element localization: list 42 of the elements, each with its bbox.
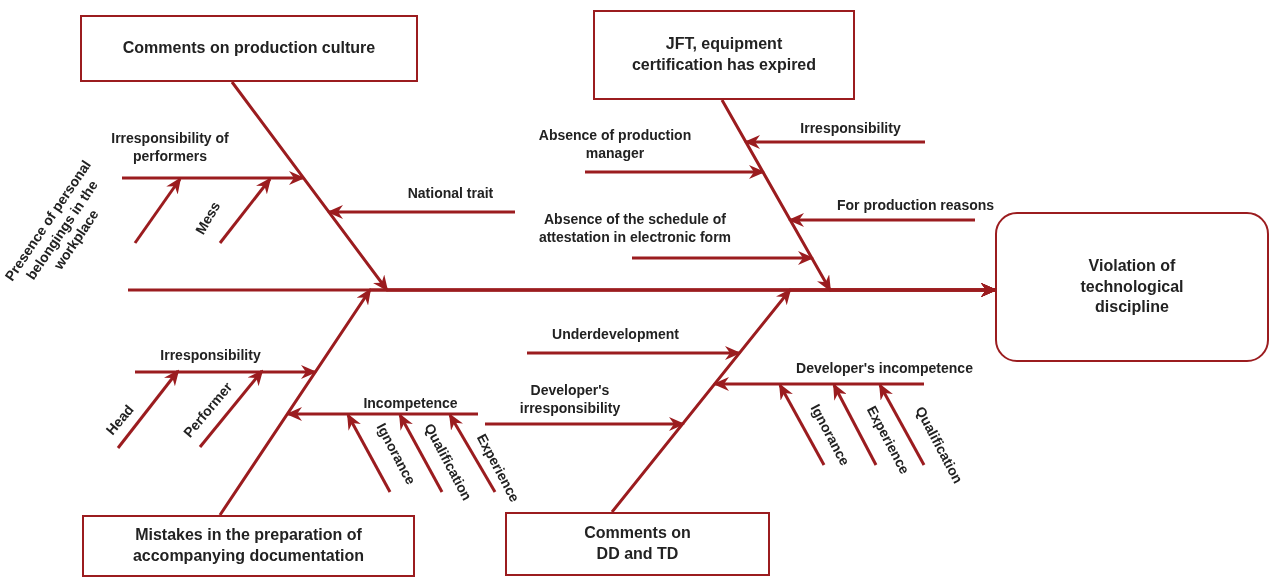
category-box — [82, 515, 415, 577]
cause-label: Underdevelopment — [551, 326, 680, 344]
category-label: JFT, equipment certification has expired — [630, 34, 818, 75]
cause-label: For production reasons — [836, 197, 995, 215]
arrow — [485, 417, 685, 431]
arrow — [327, 205, 515, 219]
category-box — [80, 15, 418, 82]
arrow — [448, 413, 497, 493]
cause-label: Irresponsibility — [799, 120, 902, 138]
category-box — [593, 10, 855, 100]
arrow — [527, 346, 741, 360]
category-box — [505, 512, 770, 576]
arrow — [778, 383, 826, 466]
arrow — [133, 177, 182, 244]
arrow — [788, 213, 975, 227]
arrow — [116, 369, 180, 449]
effect-box — [995, 212, 1269, 362]
category-label: Comments on production culture — [122, 38, 376, 59]
arrow — [744, 135, 925, 149]
cause-label: Incompetence — [362, 395, 459, 413]
arrow — [878, 383, 926, 466]
cause-label: Developer's irresponsibility — [518, 382, 622, 417]
arrow — [286, 407, 478, 421]
cause-label: Irresponsibility — [159, 347, 262, 365]
cause-label: Absence of the schedule of attestation in electronic form — [537, 211, 733, 246]
arrow — [346, 413, 392, 493]
arrow — [585, 165, 765, 179]
category-label: Mistakes in the preparation of accompanying documentation — [131, 525, 366, 566]
cause-label: National trait — [407, 185, 494, 203]
category-label: Comments on DD and TD — [583, 523, 692, 564]
arrow — [832, 383, 878, 466]
arrow — [398, 413, 444, 493]
arrow — [198, 369, 264, 448]
arrow — [713, 377, 924, 391]
arrow — [632, 251, 814, 265]
arrow — [122, 171, 305, 185]
arrow — [218, 177, 272, 244]
cause-label: Irresponsibility of performers — [110, 130, 230, 165]
arrow — [135, 365, 317, 379]
cause-label: Absence of production manager — [537, 127, 693, 162]
effect-label: Violation of technological discipline — [1079, 255, 1185, 318]
cause-label: Developer's incompetence — [795, 360, 974, 378]
